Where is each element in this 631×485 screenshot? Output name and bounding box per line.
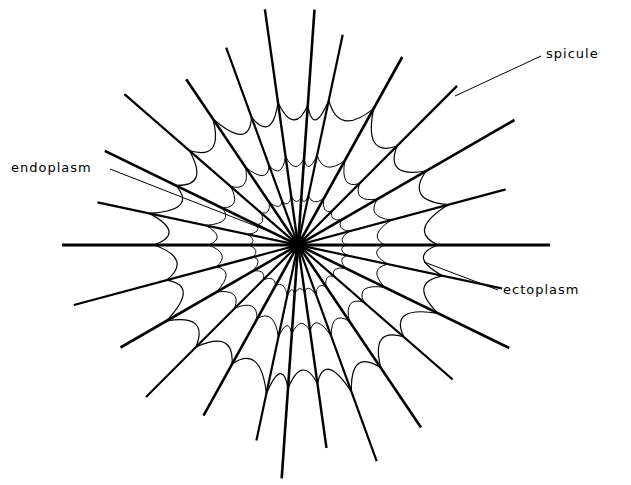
leader-line [424, 262, 498, 290]
spicule-line [256, 35, 342, 441]
spicule-line [74, 189, 506, 305]
part-label: spicule [545, 46, 600, 62]
spicule-line [105, 151, 509, 348]
part-label: endoplasm [10, 160, 93, 176]
spicule-line [98, 202, 516, 291]
spicule-line [121, 120, 515, 348]
endoplasm-core [289, 236, 307, 254]
spicule-line [124, 94, 452, 379]
spicule-line [186, 79, 421, 427]
spicule-line [226, 48, 377, 461]
spicule-line [146, 86, 457, 397]
leader-line [110, 169, 276, 234]
spicule-line [265, 9, 327, 448]
spicule-line [204, 57, 403, 416]
leader-line [455, 56, 541, 96]
part-label: ectoplasm [502, 282, 580, 298]
